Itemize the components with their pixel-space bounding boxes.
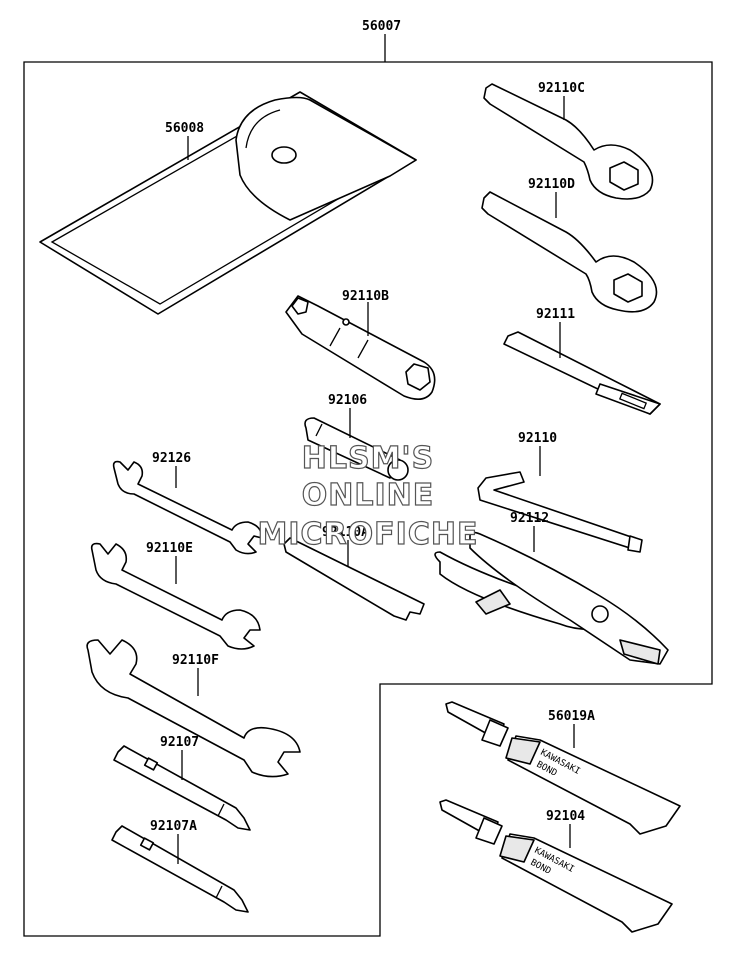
- part-label-92110E: 92110E: [146, 541, 193, 556]
- part-label-92110: 92110: [518, 431, 557, 446]
- tool-pouch-drawing: [39, 91, 417, 315]
- part-label-92106: 92106: [328, 393, 367, 408]
- assembly-label: 56007: [362, 19, 401, 34]
- part-label-92126: 92126: [152, 451, 191, 466]
- ring-wrench-d-drawing: [481, 191, 658, 313]
- extension-drawing: [304, 417, 409, 481]
- part-label-92107: 92107: [160, 735, 199, 750]
- pliers-drawing: [434, 531, 669, 665]
- ring-wrench-c-drawing: [483, 83, 654, 200]
- screwdriver-bit-drawing: [113, 745, 251, 831]
- part-label-92111: 92111: [536, 307, 575, 322]
- watermark-line2: ONLINE: [302, 478, 435, 513]
- part-label-56008: 56008: [165, 121, 204, 136]
- part-label-92112: 92112: [510, 511, 549, 526]
- watermark-line3: MICROFICHE: [258, 517, 479, 552]
- bond-tube-drawing: [439, 799, 673, 933]
- part-label-92110C: 92110C: [538, 81, 585, 96]
- screwdriver-handle-drawing: [283, 537, 425, 621]
- part-label-92110A: 92110A: [322, 525, 369, 540]
- screwdriver-bit-a-drawing: [111, 825, 249, 913]
- bond-tube-a-drawing: [445, 701, 681, 835]
- part-label-56019A: 56019A: [548, 709, 595, 724]
- open-wrench-large-drawing: [86, 639, 301, 778]
- assembly-frame: [23, 61, 713, 937]
- handle-bar-drawing: [503, 331, 661, 415]
- part-label-92110D: 92110D: [528, 177, 575, 192]
- part-label-92110F: 92110F: [172, 653, 219, 668]
- part-label-92107A: 92107A: [150, 819, 197, 834]
- socket-wrench-drawing: [285, 295, 436, 400]
- part-label-92104: 92104: [546, 809, 585, 824]
- open-wrench-medium-drawing: [90, 542, 261, 650]
- open-wrench-small-drawing: [112, 460, 263, 555]
- part-label-92110B: 92110B: [342, 289, 389, 304]
- hex-key-drawing: [477, 471, 643, 553]
- watermark-line1: HLSM'S: [302, 441, 434, 476]
